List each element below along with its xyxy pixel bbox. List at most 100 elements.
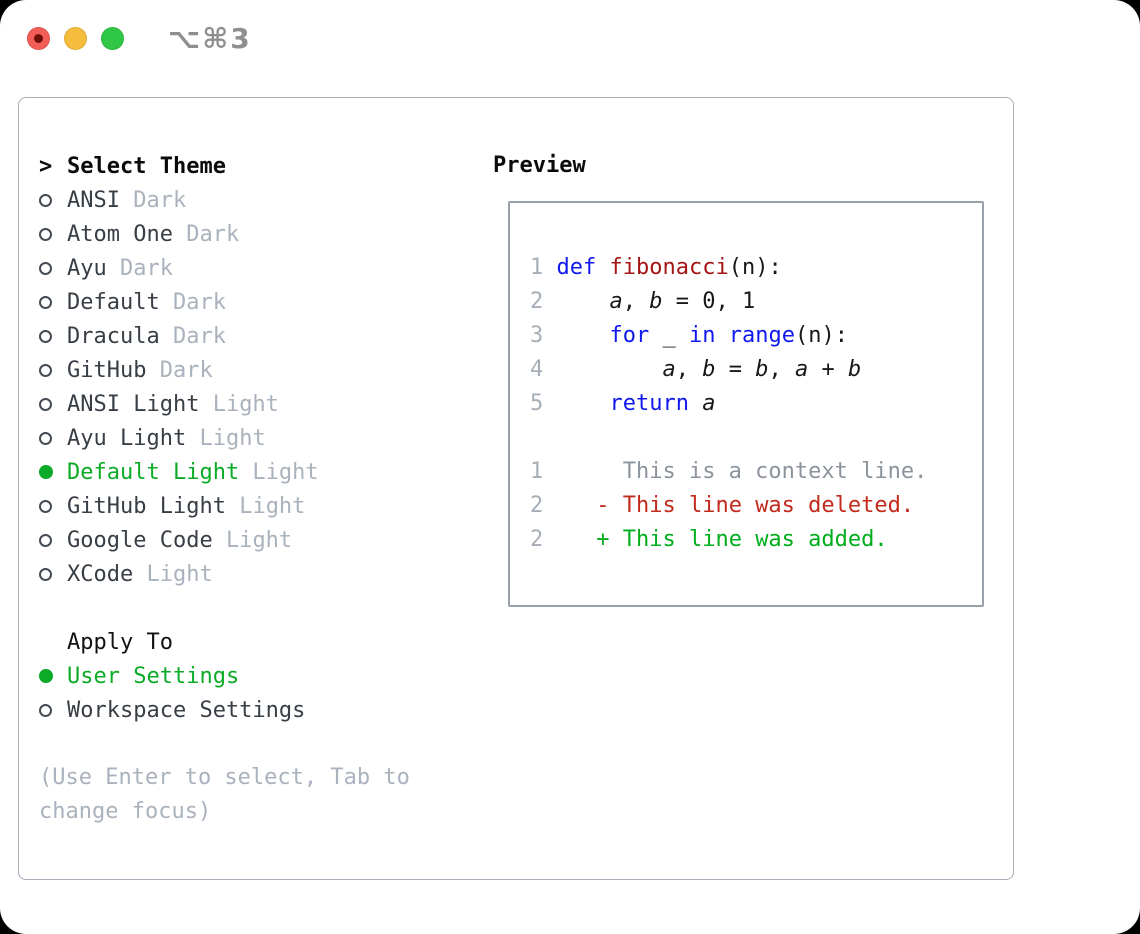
theme-name: GitHub Light bbox=[67, 493, 226, 519]
radio-marker bbox=[39, 533, 67, 547]
theme-list: ANSI Dark Atom One Dark Ayu Dark Default… bbox=[39, 183, 469, 591]
theme-name: GitHub bbox=[67, 357, 147, 383]
spacer bbox=[39, 591, 469, 625]
radio-marker bbox=[39, 567, 67, 581]
radio-marker bbox=[39, 465, 67, 479]
theme-variant: Light bbox=[133, 561, 213, 587]
radio-marker bbox=[39, 295, 67, 309]
radio-marker bbox=[39, 703, 67, 717]
line-number: 2 bbox=[530, 289, 557, 314]
theme-option[interactable]: ANSI Light Light bbox=[39, 387, 469, 421]
theme-option[interactable]: Default Dark bbox=[39, 285, 469, 319]
radio-icon bbox=[39, 295, 52, 309]
select-theme-title: Select Theme bbox=[67, 153, 226, 179]
traffic-lights bbox=[27, 27, 124, 50]
radio-marker bbox=[39, 329, 67, 343]
radio-marker bbox=[39, 193, 67, 207]
theme-option[interactable]: ANSI Dark bbox=[39, 183, 469, 217]
theme-name: XCode bbox=[67, 561, 134, 587]
radio-marker bbox=[39, 499, 67, 513]
preview-box: 1 def fibonacci(n): 2 a, b = 0, 1 3 for _ … bbox=[508, 201, 984, 607]
radio-marker bbox=[39, 227, 67, 241]
radio-icon bbox=[39, 567, 52, 581]
theme-variant: Dark bbox=[146, 357, 213, 383]
theme-option[interactable]: Default Light Light bbox=[39, 455, 469, 489]
theme-list-pane: > Select Theme ANSI Dark Atom One Dark A… bbox=[39, 149, 469, 829]
theme-variant: Light bbox=[225, 493, 306, 519]
minimize-button[interactable] bbox=[64, 27, 87, 50]
theme-variant: Light bbox=[239, 459, 319, 485]
theme-name: Ayu Light bbox=[67, 425, 187, 451]
radio-icon bbox=[39, 227, 52, 241]
theme-option[interactable]: Dracula Dark bbox=[39, 319, 469, 353]
theme-option[interactable]: GitHub Light Light bbox=[39, 489, 469, 523]
theme-variant: Light bbox=[186, 425, 266, 451]
preview-line: 1 This is a context line. bbox=[530, 459, 928, 484]
radio-icon bbox=[39, 431, 52, 445]
cursor-marker: > bbox=[39, 154, 67, 179]
preview-line bbox=[530, 421, 982, 455]
line-number: 1 bbox=[530, 459, 557, 484]
close-button[interactable] bbox=[27, 27, 50, 50]
theme-name: Default Light bbox=[67, 459, 240, 485]
preview-line: 2 + This line was added. bbox=[530, 527, 888, 552]
preview-line: 4 a, b = b, a + b bbox=[530, 357, 862, 382]
apply-to-option[interactable]: Workspace Settings bbox=[39, 693, 469, 727]
preview-line: 5 return a bbox=[530, 391, 716, 416]
theme-option[interactable]: XCode Light bbox=[39, 557, 469, 591]
theme-variant: Dark bbox=[119, 187, 187, 213]
radio-marker bbox=[39, 669, 67, 683]
line-number: 5 bbox=[530, 391, 557, 416]
theme-name: Default bbox=[67, 289, 160, 315]
theme-option[interactable]: Ayu Dark bbox=[39, 251, 469, 285]
theme-name: Dracula bbox=[67, 323, 160, 349]
preview-line: 3 for _ in range(n): bbox=[530, 323, 848, 348]
preview-title: Preview bbox=[493, 153, 586, 178]
apply-to-list: User Settings Workspace Settings bbox=[39, 659, 469, 727]
theme-variant: Dark bbox=[172, 221, 240, 247]
titlebar: ⌥⌘3 bbox=[27, 22, 252, 55]
apply-to-title: Apply To bbox=[67, 629, 173, 655]
radio-icon bbox=[39, 397, 52, 411]
apply-to-label: Workspace Settings bbox=[67, 697, 306, 723]
theme-name: Ayu bbox=[67, 255, 107, 281]
line-number: 2 bbox=[530, 527, 557, 552]
theme-name: ANSI Light bbox=[67, 391, 200, 417]
theme-option[interactable]: GitHub Dark bbox=[39, 353, 469, 387]
radio-marker bbox=[39, 431, 67, 445]
theme-variant: Dark bbox=[159, 323, 226, 349]
radio-icon bbox=[39, 533, 52, 547]
select-theme-header: > Select Theme bbox=[39, 149, 469, 183]
radio-marker bbox=[39, 363, 67, 377]
theme-option[interactable]: Google Code Light bbox=[39, 523, 469, 557]
preview-line: 2 a, b = 0, 1 bbox=[530, 289, 756, 314]
window-title: ⌥⌘3 bbox=[168, 22, 252, 55]
spacer bbox=[39, 727, 469, 761]
theme-variant: Dark bbox=[106, 255, 173, 281]
theme-variant: Light bbox=[199, 391, 279, 417]
line-number: 3 bbox=[530, 323, 557, 348]
zoom-button[interactable] bbox=[101, 27, 124, 50]
radio-marker bbox=[39, 261, 67, 275]
radio-icon bbox=[39, 363, 52, 377]
radio-icon bbox=[39, 329, 52, 343]
theme-picker-panel: > Select Theme ANSI Dark Atom One Dark A… bbox=[18, 97, 1014, 880]
apply-to-label: User Settings bbox=[67, 663, 240, 689]
radio-icon bbox=[39, 499, 52, 513]
theme-variant: Light bbox=[212, 527, 293, 553]
theme-option[interactable]: Atom One Dark bbox=[39, 217, 469, 251]
radio-icon bbox=[39, 261, 52, 275]
theme-option[interactable]: Ayu Light Light bbox=[39, 421, 469, 455]
preview-line: 1 def fibonacci(n): bbox=[530, 255, 782, 280]
theme-variant: Dark bbox=[159, 289, 226, 315]
apply-to-option[interactable]: User Settings bbox=[39, 659, 469, 693]
radio-icon bbox=[39, 703, 52, 717]
radio-marker bbox=[39, 397, 67, 411]
radio-icon bbox=[39, 193, 52, 207]
line-number: 1 bbox=[530, 255, 557, 280]
radio-icon bbox=[39, 669, 53, 683]
theme-name: Atom One bbox=[67, 221, 173, 247]
theme-name: ANSI bbox=[67, 187, 120, 213]
preview-line: 2 - This line was deleted. bbox=[530, 493, 915, 518]
